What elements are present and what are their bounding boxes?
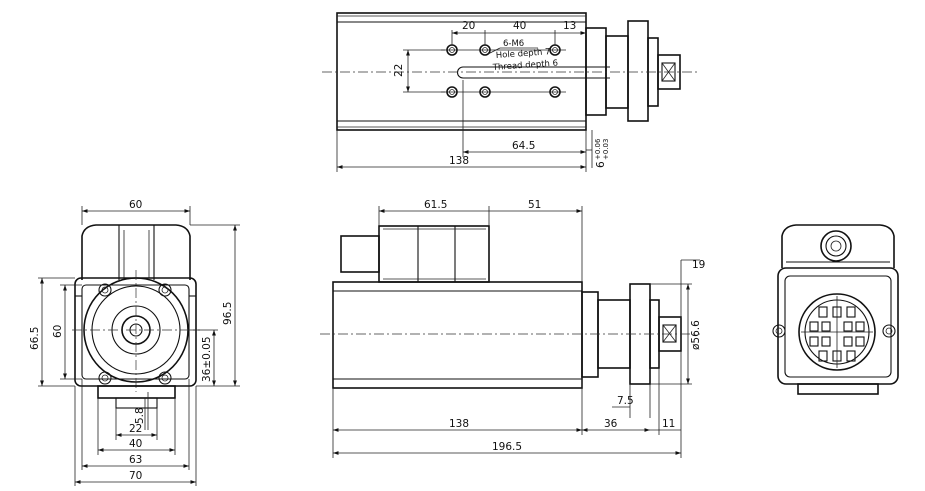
dim-138-top: 138 [449, 155, 469, 167]
fan-grille [798, 293, 876, 371]
dim-6: 6 [595, 161, 607, 168]
dim-36-tol: 36±0.05 [201, 336, 213, 382]
tol-upper: +0.06 [594, 138, 602, 160]
dim-40-front: 40 [129, 438, 142, 450]
dim-7-5: 7.5 [617, 395, 634, 407]
dim-196-5: 196.5 [492, 441, 522, 453]
dim-61-5: 61.5 [424, 199, 447, 211]
corner-screw [98, 283, 112, 297]
terminal-box [81, 224, 191, 280]
dim-5-8: 5.8 [134, 407, 146, 424]
front-view: 60 66.5 60 96.5 36±0.05 5.8 22 40 [29, 199, 240, 486]
corner-screw [158, 371, 172, 385]
dim-13: 13 [563, 20, 576, 32]
dim-70: 70 [129, 470, 142, 482]
thread-note-size: 6-M6 [503, 39, 524, 49]
housing-outline [74, 277, 197, 387]
corner-screw [98, 371, 112, 385]
corner-screw [158, 283, 172, 297]
top-view: 20 40 13 22 6-M6 Hole depth 7 Thread dep… [322, 12, 700, 172]
side-body [332, 281, 583, 389]
thread-note-hole-depth: Hole depth 7 [496, 47, 551, 61]
dim-60-left: 60 [52, 325, 64, 338]
dim-hex-19: 19 [692, 259, 705, 271]
dim-60-top: 60 [129, 199, 142, 211]
dim-22-top: 22 [393, 64, 405, 77]
dim-63: 63 [129, 454, 142, 466]
side-terminal-box [378, 225, 490, 283]
dim-66-5: 66.5 [29, 327, 41, 350]
dim-138-side: 138 [449, 418, 469, 430]
dim-20: 20 [462, 20, 475, 32]
thread-note-thread-depth: Thread depth 6 [492, 58, 559, 73]
tol-lower: +0.03 [602, 139, 610, 160]
dim-96-5: 96.5 [222, 302, 234, 325]
rear-view [772, 224, 899, 395]
rear-screw [772, 324, 786, 338]
rear-housing [777, 267, 899, 385]
rear-terminal-box [781, 224, 895, 268]
dim-11: 11 [662, 418, 675, 430]
dim-40: 40 [513, 20, 526, 32]
dim-64-5: 64.5 [512, 140, 535, 152]
dim-51: 51 [528, 199, 541, 211]
dim-22-front: 22 [129, 423, 142, 435]
side-view: 61.5 51 19 ø56.6 7.5 138 36 11 196.5 [320, 199, 705, 458]
dim-36-side: 36 [604, 418, 618, 430]
dim-dia-56-6: ø56.6 [690, 320, 702, 350]
rear-screw [882, 324, 896, 338]
